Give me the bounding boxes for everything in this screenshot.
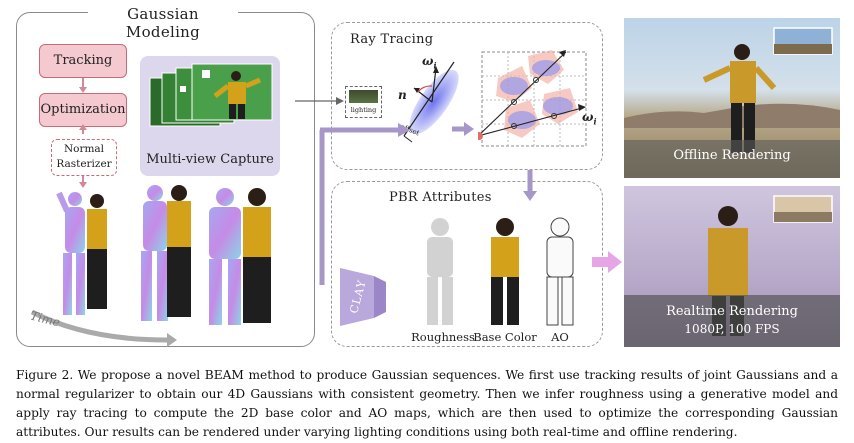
ao-figure (546, 217, 574, 326)
roughness-label: Roughness (411, 330, 475, 344)
capture-frame-stack (149, 63, 273, 127)
rgb-figure-1 (87, 194, 107, 309)
lighting-thumbnail: lighting (345, 86, 382, 118)
tracking-label: Tracking (53, 53, 113, 68)
ray-tracing-title: Ray Tracing (350, 32, 434, 47)
normal-rasterizer-line2: Rasterizer (56, 158, 112, 170)
gaussian-normal-diagram (403, 61, 459, 143)
normal-figure-1 (56, 191, 85, 315)
base-color-figure (491, 218, 519, 325)
ray-tracing-grid (478, 50, 587, 147)
multiview-capture-label: Multi-view Capture (146, 152, 274, 167)
clay-model-block (340, 268, 386, 326)
ao-label: AO (551, 330, 569, 344)
normal-figure-2 (141, 185, 168, 321)
normal-rasterizer-box: Normal Rasterizer (51, 139, 117, 176)
offline-rendering-caption-bg (624, 140, 840, 178)
rgb-figure-2 (167, 185, 191, 317)
offline-rendering-label: Offline Rendering (673, 148, 791, 163)
rays (478, 50, 586, 140)
incident-symbol-right: ωi (582, 110, 596, 126)
normal-figure-3 (209, 188, 241, 325)
multiview-frames (149, 63, 273, 127)
offline-scene (624, 27, 840, 153)
realtime-rendering-caption-bg (624, 295, 840, 347)
incident-symbol-left-sub: i (433, 60, 437, 71)
incident-symbol-right-sub: i (593, 116, 597, 127)
pipeline-arrows-left (79, 78, 87, 188)
pbr-figures (427, 217, 574, 326)
realtime-rendering-label-2: 1080P, 100 FPS (684, 322, 780, 336)
rgb-figure-3 (243, 188, 271, 323)
realtime-rendering-label-1: Realtime Rendering (666, 304, 798, 319)
pbr-attributes-title: PBR Attributes (389, 190, 492, 205)
pbr-to-render-arrow (592, 251, 622, 273)
ray-tracing-step-arrow (452, 122, 474, 136)
normal-rasterizer-line1: Normal (63, 143, 105, 155)
incident-symbol-left-main: ω (422, 54, 434, 68)
optimization-label: Optimization (40, 102, 126, 117)
base-color-label: Base Color (473, 330, 537, 344)
incident-symbol-right-main: ω (582, 110, 594, 124)
figure-caption: Figure 2. We propose a novel BEAM method… (16, 368, 838, 439)
normal-sequence (56, 185, 271, 325)
lighting-label: lighting (350, 106, 377, 114)
tracking-box: Tracking (39, 44, 127, 78)
incident-symbol-left: ωi (422, 54, 436, 70)
offline-person (702, 44, 777, 153)
normal-symbol: n (398, 88, 407, 102)
lighting-image (349, 90, 378, 103)
connection-arrows (295, 97, 537, 285)
gaussian-modeling-title: Gaussian Modeling (88, 5, 238, 41)
ray-tracing-panel (331, 22, 603, 170)
capture-person (213, 71, 261, 119)
time-arrow (30, 309, 177, 347)
roughness-figure (427, 218, 453, 325)
